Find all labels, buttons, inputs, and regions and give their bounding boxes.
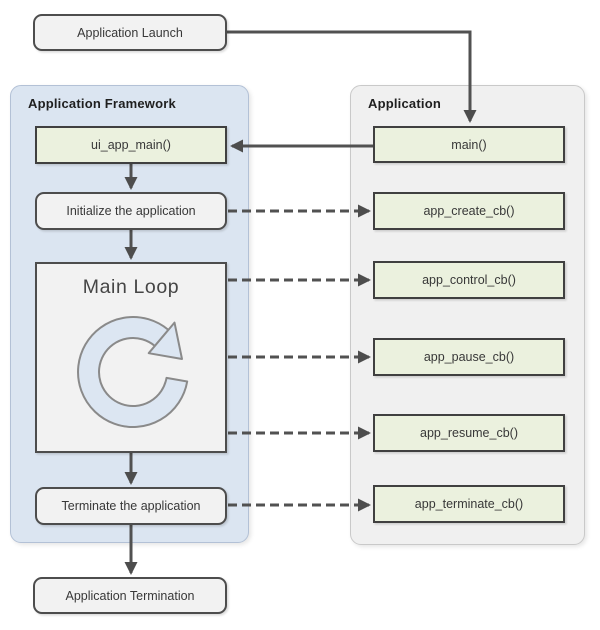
loop-ring — [77, 316, 189, 428]
node-app-control-cb: app_control_cb() — [373, 261, 565, 299]
node-main-label: main() — [451, 137, 487, 152]
node-app-control-cb-label: app_control_cb() — [422, 273, 516, 287]
node-app-resume-cb: app_resume_cb() — [373, 414, 565, 452]
node-terminate-label: Terminate the application — [61, 499, 201, 513]
loop-arrowhead — [147, 321, 183, 360]
loop-cycle-icon — [77, 316, 189, 428]
node-ui-app-main: ui_app_main() — [35, 126, 227, 164]
main-loop-label: Main Loop — [82, 276, 180, 298]
node-application-termination-label: Application Termination — [65, 588, 195, 603]
node-application-launch-label: Application Launch — [77, 25, 183, 40]
node-main-loop: Main Loop — [35, 262, 227, 453]
node-initialize-label: Initialize the application — [66, 204, 196, 218]
framework-panel-title: Application Framework — [28, 96, 176, 111]
node-application-launch: Application Launch — [33, 14, 227, 51]
node-app-terminate-cb: app_terminate_cb() — [373, 485, 565, 523]
node-app-resume-cb-label: app_resume_cb() — [420, 426, 518, 440]
node-main: main() — [373, 126, 565, 163]
node-initialize: Initialize the application — [35, 192, 227, 230]
node-app-pause-cb-label: app_pause_cb() — [423, 350, 515, 364]
node-app-create-cb: app_create_cb() — [373, 192, 565, 230]
node-ui-app-main-label: ui_app_main() — [91, 138, 171, 152]
node-app-terminate-cb-label: app_terminate_cb() — [414, 497, 524, 511]
application-panel-title: Application — [368, 96, 441, 111]
node-app-pause-cb: app_pause_cb() — [373, 338, 565, 376]
node-application-termination: Application Termination — [33, 577, 227, 614]
node-app-create-cb-label: app_create_cb() — [423, 204, 515, 218]
node-terminate: Terminate the application — [35, 487, 227, 525]
